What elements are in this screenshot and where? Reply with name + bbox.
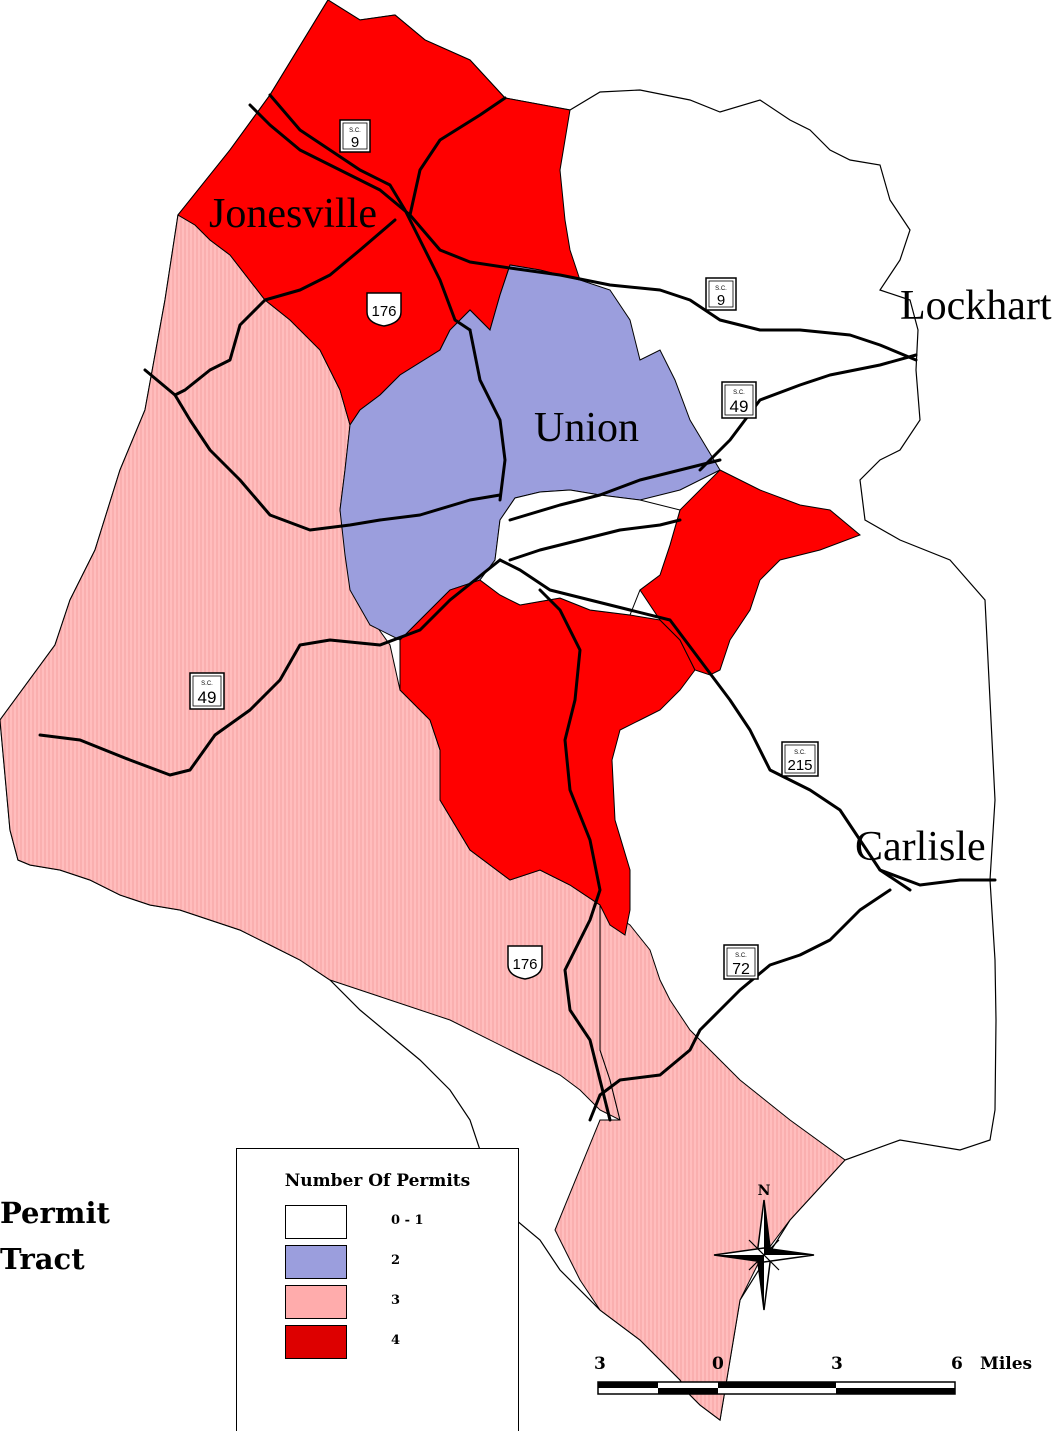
legend-label: 4 — [391, 1333, 401, 1348]
north-arrow: N — [713, 1183, 815, 1311]
town-label-jonesville: Jonesville — [209, 191, 377, 237]
town-label-lockhart: Lockhart — [900, 283, 1052, 329]
shield-sc49-west: S.C. 49 — [189, 672, 225, 710]
road-sc9 — [248, 103, 918, 362]
legend-label: 2 — [391, 1253, 401, 1268]
roads — [38, 93, 997, 1122]
svg-text:49: 49 — [198, 688, 217, 707]
north-arrow-label: N — [758, 1183, 771, 1199]
svg-text:S.C.: S.C. — [349, 128, 361, 134]
legend-item: 0 - 1 — [285, 1205, 505, 1239]
legend-item: 2 — [285, 1245, 505, 1279]
svg-text:S.C.: S.C. — [794, 750, 806, 756]
town-label-carlisle: Carlisle — [855, 824, 986, 870]
scale-tick-label: 6 — [951, 1354, 963, 1374]
tract-city-core — [479, 489, 681, 616]
svg-text:176: 176 — [512, 956, 537, 973]
map-title-line2: Tract — [0, 1242, 85, 1276]
svg-text:S.C.: S.C. — [735, 953, 747, 959]
shield-us176-north: 176 — [366, 292, 402, 327]
road-carlisle — [878, 868, 997, 887]
svg-text:49: 49 — [730, 397, 749, 416]
shield-sc9-east: S.C. 9 — [705, 277, 737, 311]
road-union-west — [468, 328, 507, 502]
road-city-south — [498, 558, 912, 892]
route-shields: S.C. 9 S.C. 9 176 S.C. 49 S.C. 49 — [189, 119, 819, 980]
svg-text:72: 72 — [732, 961, 750, 978]
shield-sc9-north: S.C. 9 — [339, 119, 371, 153]
svg-text:S.C.: S.C. — [715, 286, 727, 292]
legend-label: 3 — [391, 1293, 401, 1308]
road-jonesville-southwest — [263, 218, 397, 302]
shield-sc72: S.C. 72 — [723, 944, 759, 980]
legend-swatch — [285, 1245, 347, 1279]
road-city-ring — [508, 518, 682, 562]
road-city-east — [508, 458, 722, 522]
scale-bar — [597, 1381, 956, 1395]
svg-text:9: 9 — [717, 292, 725, 309]
legend: Number Of Permits 0 - 1 2 3 4 — [236, 1148, 519, 1431]
shield-us176-south: 176 — [507, 945, 543, 980]
road-sc72 — [588, 888, 892, 1122]
legend-swatch — [285, 1325, 347, 1359]
road-us176-north — [268, 93, 472, 332]
road-sc49-east — [698, 353, 918, 472]
svg-text:176: 176 — [371, 303, 396, 320]
shield-sc215: S.C. 215 — [781, 741, 819, 777]
scale-tick-label: 0 — [712, 1354, 724, 1374]
road-jonesville-northeast — [408, 96, 507, 217]
legend-swatch — [285, 1205, 347, 1239]
scale-unit-label: Miles — [980, 1354, 1033, 1374]
svg-text:215: 215 — [787, 757, 812, 774]
scale-tick-label: 3 — [594, 1354, 606, 1374]
road-us176-south — [538, 588, 612, 1122]
town-label-union: Union — [534, 405, 639, 451]
legend-item: 3 — [285, 1285, 505, 1319]
svg-text:S.C.: S.C. — [201, 681, 213, 687]
road-west-loop — [173, 393, 502, 532]
legend-title: Number Of Permits — [284, 1171, 471, 1191]
svg-text:S.C.: S.C. — [733, 390, 745, 396]
legend-label: 0 - 1 — [391, 1213, 424, 1228]
map-title-line1: Permit — [0, 1196, 110, 1230]
legend-item: 4 — [285, 1325, 505, 1359]
road-sc49-west — [38, 558, 502, 777]
svg-text:9: 9 — [351, 134, 359, 151]
legend-swatch — [285, 1285, 347, 1319]
scale-tick-label: 3 — [831, 1354, 843, 1374]
tract-class3-south — [554, 904, 846, 1421]
shield-sc49-east: S.C. 49 — [721, 381, 757, 419]
